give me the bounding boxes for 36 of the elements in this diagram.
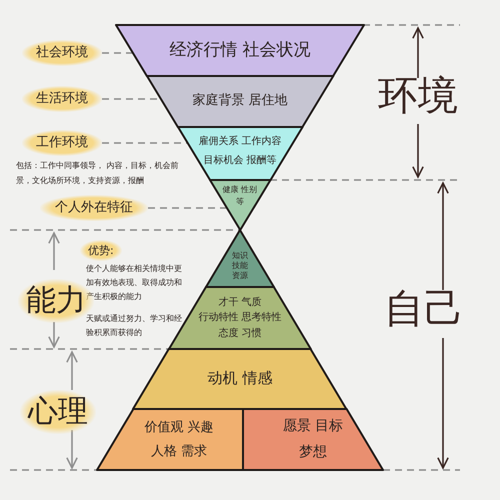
layer-text: 技能 bbox=[232, 260, 248, 270]
layer-text: 知识 bbox=[232, 250, 248, 260]
note-heading: 优势: bbox=[80, 240, 122, 262]
section-label: 环境 bbox=[378, 72, 458, 120]
layer-text: 资源 bbox=[232, 270, 248, 280]
pyramid-layer bbox=[133, 349, 347, 409]
layer-text: 人格 需求 bbox=[150, 442, 208, 460]
leader-line bbox=[102, 52, 133, 54]
layer-text: 动机 情感 bbox=[208, 368, 272, 390]
funnel-layer bbox=[146, 76, 334, 127]
layer-text: 健康 性别等 bbox=[222, 184, 258, 208]
funnel-layer bbox=[178, 127, 302, 180]
section-label: 自己 bbox=[384, 285, 464, 333]
layer-text: 价值观 兴趣 bbox=[144, 419, 214, 438]
section-label: 心理 bbox=[20, 390, 96, 434]
label-text: 个人外在特征 bbox=[55, 198, 133, 217]
label-text: 社会环境 bbox=[36, 44, 88, 62]
note-text: 使个人能够在相关情境中更加有效地表现、取得成功和产生积极的能力 bbox=[86, 263, 183, 303]
layer-text: 才干 气质 bbox=[218, 296, 262, 310]
label-text: 工作环境 bbox=[36, 134, 88, 152]
pyramid-layer bbox=[97, 409, 243, 470]
pyramid-layer bbox=[243, 409, 383, 470]
layer-text: 态度 习惯 bbox=[218, 326, 262, 341]
layer-text: 雇佣关系 工作内容 bbox=[198, 135, 282, 149]
leader-line bbox=[148, 207, 227, 209]
layer-text: 行动特性 思考特性 bbox=[198, 310, 282, 326]
label-text: 生活环境 bbox=[36, 90, 88, 108]
funnel-layer bbox=[210, 180, 270, 230]
layer-text: 家庭背景 居住地 bbox=[192, 92, 288, 110]
layer-text: 梦想 bbox=[299, 442, 327, 462]
funnel-layer bbox=[116, 25, 364, 76]
note-text: 包括：工作中同事领导， 内容，目标，机会前景，文化场所环境，支持资源，报酬 bbox=[16, 160, 180, 188]
layer-text: 愿景 目标 bbox=[282, 417, 344, 436]
note-text: 天赋或通过努力、学习和经验积累而获得的 bbox=[86, 313, 183, 339]
layer-text: 目标机会 报酬等 bbox=[203, 154, 277, 168]
layer-text: 经济行情 社会状况 bbox=[169, 39, 311, 62]
